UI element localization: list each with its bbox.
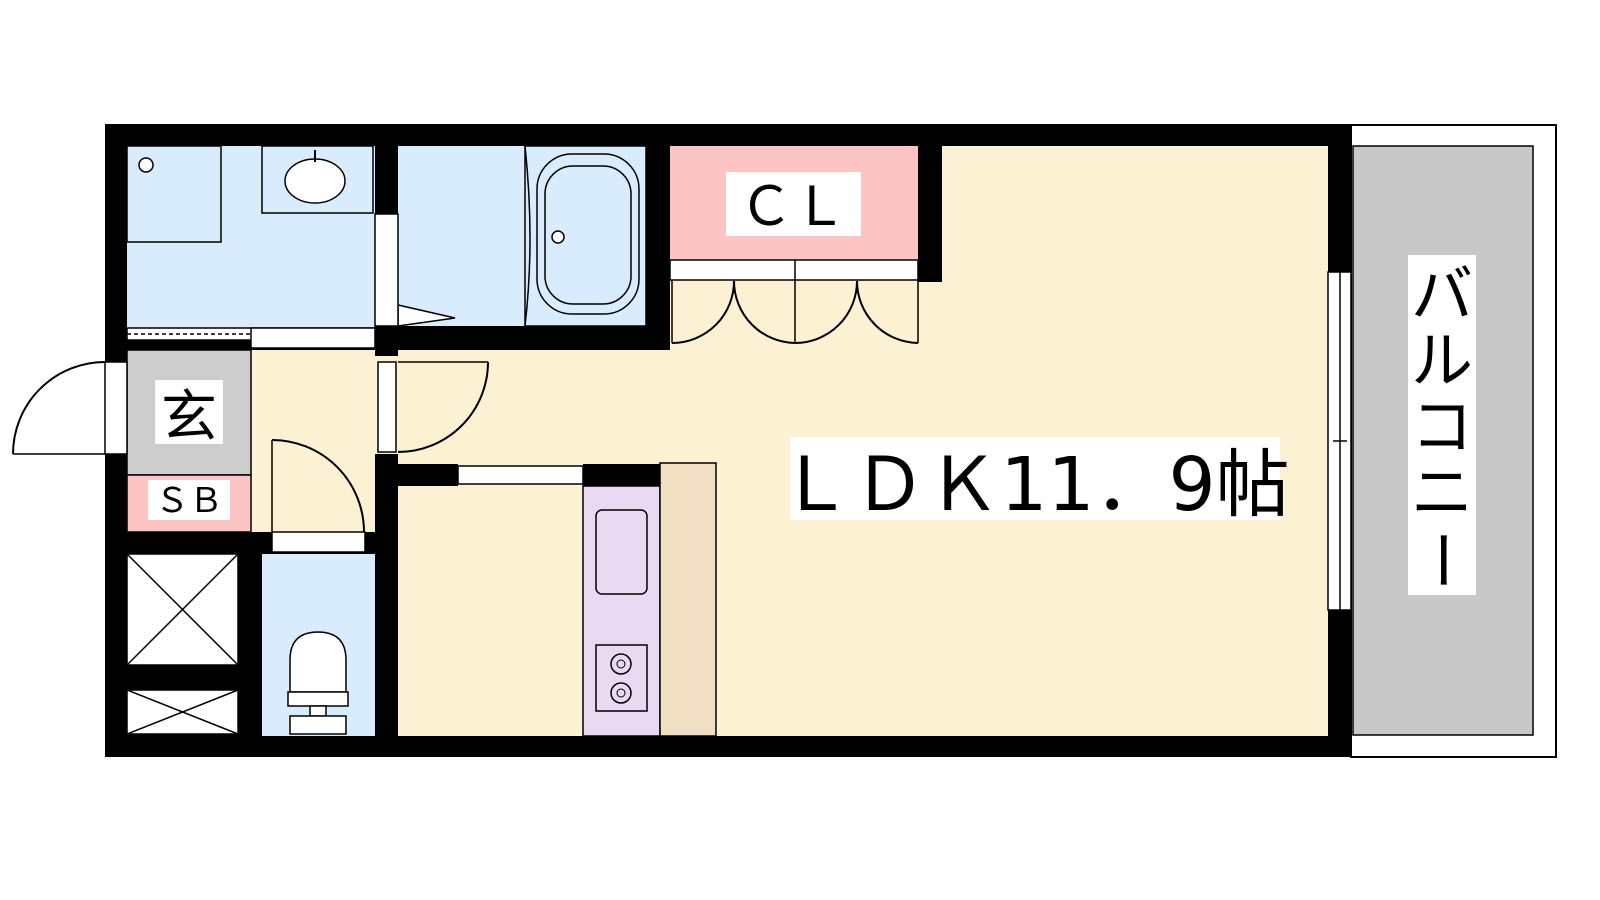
toilet-icon <box>289 631 347 693</box>
kitchen <box>457 462 717 737</box>
stove-burner-icon <box>610 653 632 675</box>
ldk-label: ＬＤＫ11．9帖 <box>778 442 1289 528</box>
toilet-door[interactable] <box>271 439 366 553</box>
shoe-box: ＳＢ <box>126 474 252 533</box>
closet-door-swing[interactable] <box>671 280 735 344</box>
closet: ＣＬ <box>669 146 919 344</box>
balcony-label-5: ー <box>1405 529 1478 591</box>
entrance-door[interactable] <box>12 361 128 455</box>
washroom <box>126 145 376 341</box>
balcony-label-4: ニ <box>1411 456 1473 529</box>
sink-icon <box>595 509 648 595</box>
shoe-box-label: ＳＢ <box>155 481 223 521</box>
bathroom <box>397 145 647 328</box>
balcony-label-2: ル <box>1411 324 1473 397</box>
genkan-label: 玄 <box>161 385 217 450</box>
balcony-label-1: バ <box>1411 258 1473 331</box>
storage-units <box>126 553 239 735</box>
genkan: 玄 <box>126 349 252 476</box>
closet-label: ＣＬ <box>739 175 847 238</box>
ldk-door[interactable] <box>377 361 489 453</box>
wash-basin-icon <box>284 158 346 204</box>
balcony <box>1350 124 1557 758</box>
toilet-room <box>262 554 375 736</box>
balcony-label-3: コ <box>1411 390 1473 463</box>
bathtub-icon <box>536 153 640 315</box>
balcony-window[interactable] <box>1327 271 1352 611</box>
